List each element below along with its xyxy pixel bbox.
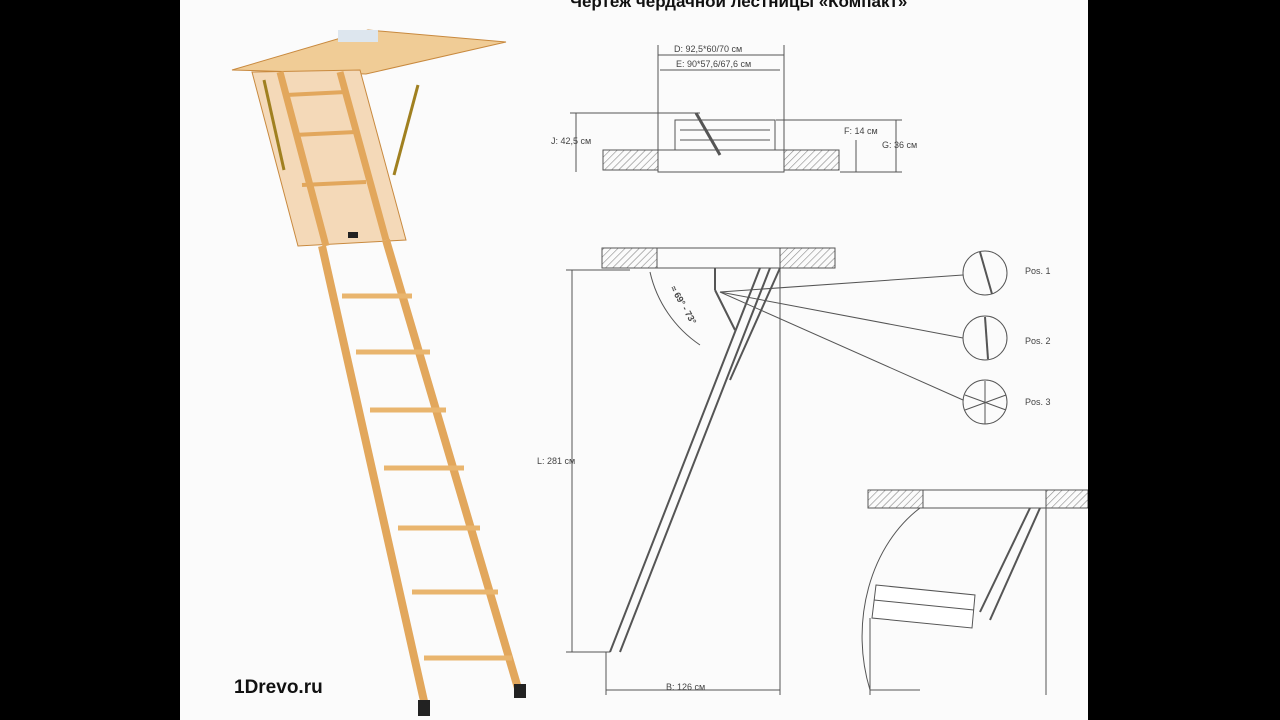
- drawing-title: Чертеж чердачной лестницы «Компакт»: [570, 0, 908, 11]
- pos-3-label: Pos. 3: [1025, 397, 1051, 407]
- ladder-photo: [231, 29, 526, 716]
- technical-drawing: [231, 29, 1088, 716]
- pos-2-label: Pos. 2: [1025, 336, 1051, 346]
- dim-d-label: D: 92,5*60/70 см: [674, 44, 743, 54]
- brand-watermark: 1Drevo.ru: [234, 677, 323, 698]
- dim-e-label: E: 90*57,6/67,6 см: [676, 59, 752, 69]
- dim-l-label: L: 281 см: [537, 456, 576, 466]
- pos-1-label: Pos. 1: [1025, 266, 1051, 276]
- drawing-canvas: Чертеж чердачной лестницы «Компакт» D: 9…: [180, 0, 1088, 720]
- dim-f-label: F: 14 см: [844, 126, 878, 136]
- open-view: [566, 247, 1008, 695]
- dim-g-label: G: 36 см: [882, 140, 918, 150]
- folding-view: [861, 489, 1088, 695]
- folded-view: [570, 45, 902, 173]
- dim-b-label: B: 126 см: [666, 682, 706, 692]
- dim-j-label: J: 42,5 см: [551, 136, 592, 146]
